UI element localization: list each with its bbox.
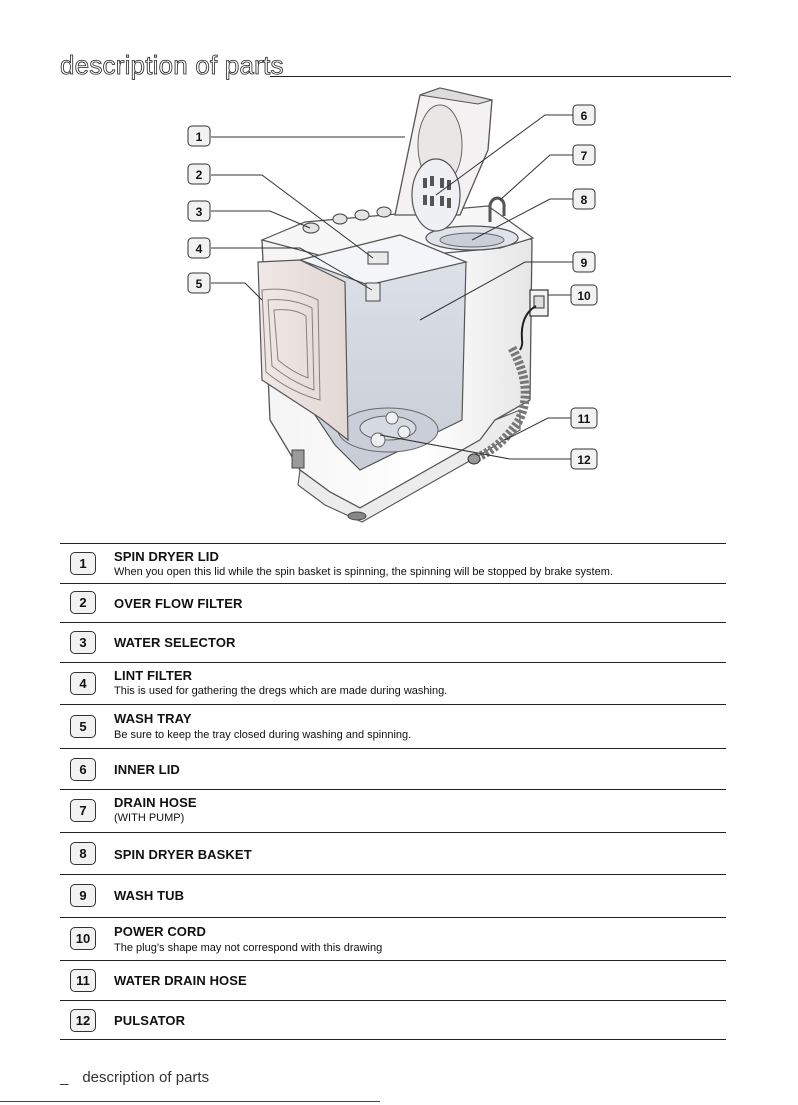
part-row-8: 8 SPIN DRYER BASKET (60, 832, 726, 874)
part-number: 5 (70, 715, 96, 738)
svg-text:9: 9 (581, 256, 588, 270)
svg-text:12: 12 (577, 453, 591, 467)
footer-text: description of parts (82, 1069, 209, 1086)
parts-table: 1 SPIN DRYER LID When you open this lid … (60, 543, 726, 1040)
part-name: LINT FILTER (114, 668, 192, 683)
svg-text:2: 2 (196, 168, 203, 182)
callout-10: 10 (571, 285, 597, 305)
part-description: (WITH PUMP) (114, 812, 184, 824)
part-row-5: 5 WASH TRAY Be sure to keep the tray clo… (60, 704, 726, 748)
part-name: INNER LID (114, 762, 180, 777)
svg-text:8: 8 (581, 193, 588, 207)
part-description: The plug’s shape may not correspond with… (114, 942, 382, 954)
callout-8: 8 (573, 189, 595, 209)
part-name: WATER SELECTOR (114, 635, 236, 650)
footer-dash: _ (60, 1069, 68, 1086)
callout-3: 3 (188, 201, 210, 221)
part-name: SPIN DRYER BASKET (114, 847, 252, 862)
part-number: 8 (70, 842, 96, 865)
part-row-6: 6 INNER LID (60, 748, 726, 789)
callout-6: 6 (573, 105, 595, 125)
svg-text:5: 5 (196, 277, 203, 291)
part-name: PULSATOR (114, 1013, 185, 1028)
part-description: This is used for gathering the dregs whi… (114, 685, 447, 697)
part-number: 4 (70, 672, 96, 695)
part-name: SPIN DRYER LID (114, 549, 219, 564)
callout-4: 4 (188, 238, 210, 258)
svg-text:10: 10 (577, 289, 591, 303)
part-description: When you open this lid while the spin ba… (114, 566, 613, 578)
part-number: 11 (70, 969, 96, 992)
part-row-2: 2 OVER FLOW FILTER (60, 583, 726, 622)
part-name: OVER FLOW FILTER (114, 596, 242, 611)
callout-1: 1 (188, 126, 210, 146)
part-number: 10 (70, 927, 96, 950)
part-number: 6 (70, 758, 96, 781)
part-description: Be sure to keep the tray closed during w… (114, 729, 411, 741)
callout-2: 2 (188, 164, 210, 184)
part-name: POWER CORD (114, 924, 206, 939)
part-number: 2 (70, 591, 96, 614)
svg-text:4: 4 (196, 242, 203, 256)
callout-7: 7 (573, 145, 595, 165)
part-row-3: 3 WATER SELECTOR (60, 622, 726, 662)
part-row-10: 10 POWER CORD The plug’s shape may not c… (60, 917, 726, 960)
part-number: 9 (70, 884, 96, 907)
part-row-11: 11 WATER DRAIN HOSE (60, 960, 726, 1000)
washing-machine-diagram: 1 2 3 4 5 6 7 8 9 10 11 12 (0, 0, 798, 530)
part-name: WASH TRAY (114, 711, 192, 726)
part-row-12: 12 PULSATOR (60, 1000, 726, 1040)
callout-11: 11 (571, 408, 597, 428)
part-number: 7 (70, 799, 96, 822)
bottom-rule (0, 1101, 380, 1102)
part-row-1: 1 SPIN DRYER LID When you open this lid … (60, 543, 726, 583)
callout-12: 12 (571, 449, 597, 469)
svg-text:3: 3 (196, 205, 203, 219)
page-footer: _ description of parts (60, 1069, 209, 1086)
part-number: 3 (70, 631, 96, 654)
callout-5: 5 (188, 273, 210, 293)
part-number: 12 (70, 1009, 96, 1032)
part-number: 1 (70, 552, 96, 575)
svg-text:6: 6 (581, 109, 588, 123)
svg-text:7: 7 (581, 149, 588, 163)
svg-text:11: 11 (578, 412, 591, 426)
callout-9: 9 (573, 252, 595, 272)
part-row-7: 7 DRAIN HOSE (WITH PUMP) (60, 789, 726, 832)
part-name: DRAIN HOSE (114, 795, 197, 810)
part-name: WASH TUB (114, 888, 184, 903)
part-row-9: 9 WASH TUB (60, 874, 726, 917)
part-name: WATER DRAIN HOSE (114, 973, 247, 988)
part-row-4: 4 LINT FILTER This is used for gathering… (60, 662, 726, 704)
svg-text:1: 1 (196, 130, 203, 144)
